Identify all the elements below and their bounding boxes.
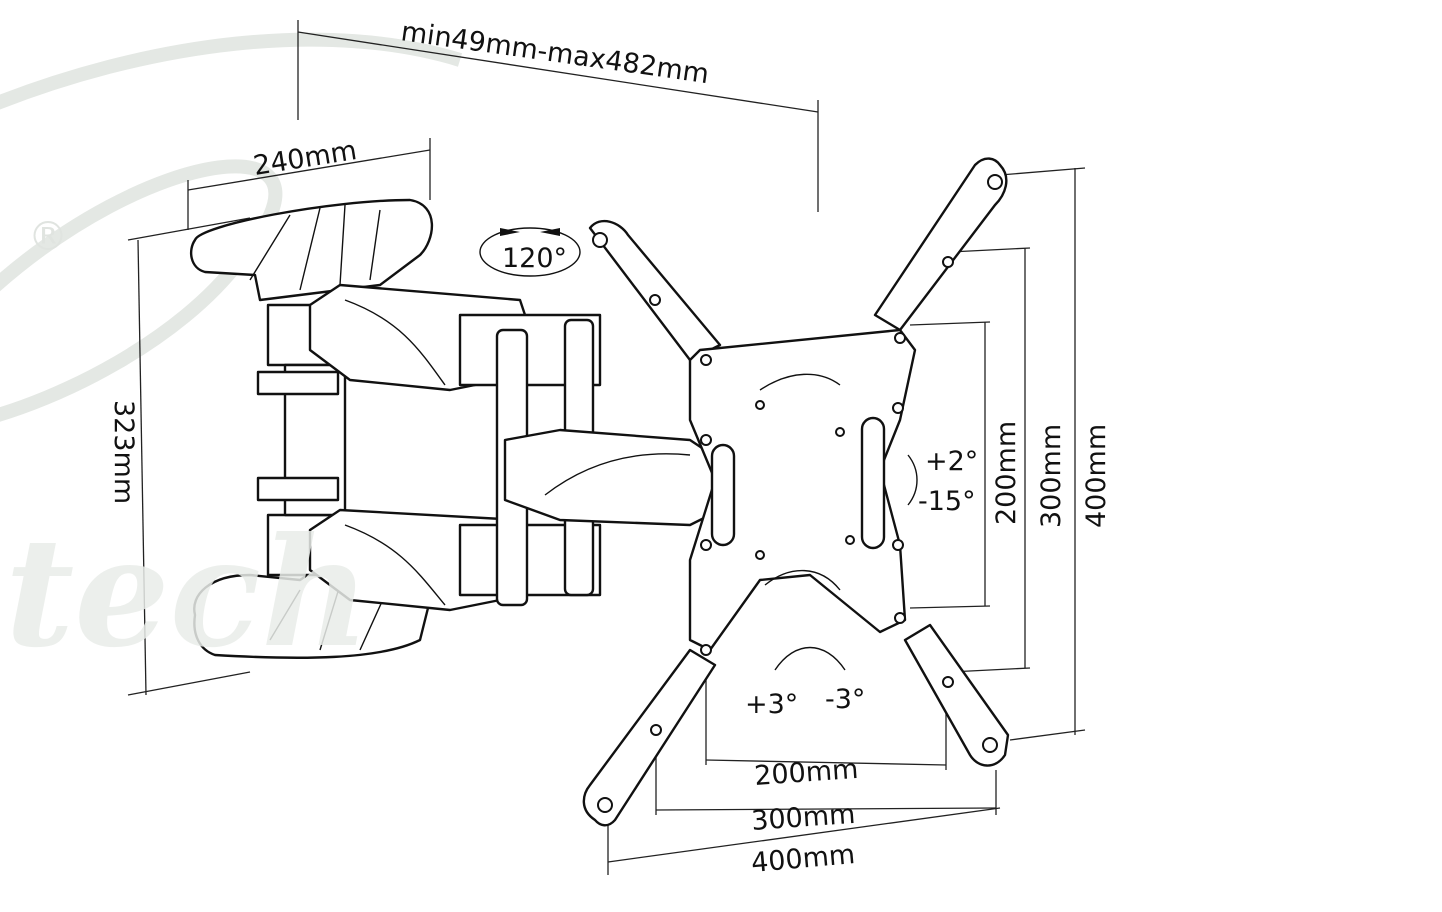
vesa-plate xyxy=(582,157,1010,827)
wall-plate-height-label: 323mm xyxy=(108,400,139,504)
swivel-label: 120° xyxy=(502,243,567,274)
vesa-horizontal-300-label: 300mm xyxy=(750,799,856,837)
tilt-down-label: -15° xyxy=(918,486,976,517)
vesa-horizontal-400-label: 400mm xyxy=(750,839,856,879)
vesa-vertical-300-label: 300mm xyxy=(1036,424,1067,528)
wall-plate-depth-label: 240mm xyxy=(251,135,359,182)
vesa-vertical-400-label: 400mm xyxy=(1081,424,1112,528)
tilt-arrow-icon xyxy=(907,454,918,506)
tilt-up-label: +2° xyxy=(925,446,978,477)
vesa-horizontal-200-label: 200mm xyxy=(753,754,859,792)
dimension-lines xyxy=(127,20,1086,875)
swing-arms xyxy=(308,283,722,612)
rotate-minus-label: -3° xyxy=(825,684,865,715)
arm-extension-label: min49mm-max482mm xyxy=(399,16,711,90)
swivel-arrows-icon xyxy=(500,228,560,236)
swivel-ellipse xyxy=(479,227,581,277)
rotate-arrow-icon xyxy=(774,646,846,671)
vesa-vertical-200-label: 200mm xyxy=(991,421,1022,525)
registered-mark: ® xyxy=(28,214,68,260)
rotate-plus-label: +3° xyxy=(745,689,798,720)
